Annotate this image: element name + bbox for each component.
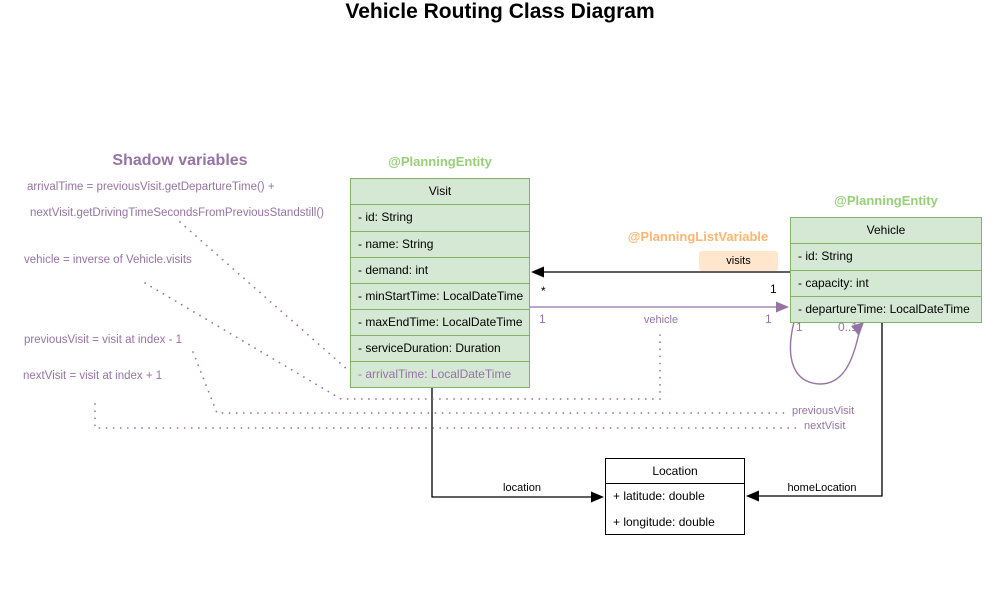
vehicle-field: - departureTime: LocalDateTime: [791, 296, 981, 322]
previousvisit-label: previousVisit: [792, 405, 855, 417]
shadow-formula-arrivaltime: arrivalTime = previousVisit.getDeparture…: [27, 181, 275, 193]
location-class-name: Location: [606, 459, 744, 484]
vehicle-planning-entity-annotation: @PlanningEntity: [834, 193, 938, 208]
vehicle-association-label: vehicle: [643, 314, 679, 326]
visit-field: - minStartTime: LocalDateTime: [351, 283, 529, 309]
visit-field: - serviceDuration: Duration: [351, 335, 529, 361]
visit-field: - name: String: [351, 231, 529, 257]
visit-field-arrivaltime-shadow: - arrivalTime: LocalDateTime: [351, 361, 529, 387]
visit-field: - demand: int: [351, 257, 529, 283]
self-loop-multiplicity-one: 1: [796, 320, 803, 334]
shadow-formula-nextvisit: nextVisit = visit at index + 1: [23, 370, 163, 382]
visit-field: - maxEndTime: LocalDateTime: [351, 309, 529, 335]
nextvisit-label: nextVisit: [804, 420, 846, 432]
visits-multiplicity-vehicle-end: 1: [770, 282, 777, 296]
vehicle-multiplicity-right: 1: [765, 312, 772, 326]
vehicle-arrowhead-icon: [776, 301, 789, 313]
visit-class-box: Visit - id: String - name: String - dema…: [350, 178, 530, 388]
shadow-variables-heading: Shadow variables: [112, 152, 248, 169]
diagram-title: Vehicle Routing Class Diagram: [345, 0, 655, 23]
shadow-formula-previousvisit: previousVisit = visit at index - 1: [24, 334, 182, 346]
location-association-label: location: [503, 482, 541, 494]
homelocation-arrowhead-icon: [746, 490, 759, 502]
shadow-formula-vehicle: vehicle = inverse of Vehicle.visits: [24, 254, 192, 266]
visit-field: - id: String: [358, 210, 413, 224]
dotted-connector-arrivaltime: [179, 221, 349, 371]
visits-arrowhead-icon: [531, 266, 544, 278]
visits-multiplicity-visit-end: *: [541, 284, 546, 298]
location-field: + longitude: double: [613, 515, 715, 529]
location-field: + latitude: double: [613, 489, 705, 503]
planning-list-variable-annotation: @PlanningListVariable: [627, 229, 769, 244]
vehicle-field: - capacity: int: [791, 270, 981, 296]
self-loop-multiplicity-zero-one: 0..1: [838, 320, 859, 334]
visit-class-name: Visit: [351, 179, 529, 205]
vehicle-class-box: Vehicle - id: String - capacity: int - d…: [790, 217, 982, 323]
homelocation-association-label: homeLocation: [787, 482, 857, 494]
vehicle-field: - id: String: [798, 249, 853, 263]
dotted-connector-nextvisit: [94, 403, 800, 429]
shadow-formula-arrivaltime-cont: nextVisit.getDrivingTimeSecondsFromPrevi…: [30, 207, 324, 219]
location-class-box: Location + latitude: double + longitude:…: [605, 458, 745, 535]
location-arrowhead-icon: [591, 491, 604, 503]
vehicle-multiplicity-left: 1: [539, 312, 546, 326]
location-association-line: [431, 387, 594, 498]
vehicle-class-name: Vehicle: [791, 218, 981, 244]
visits-association-label: visits: [699, 251, 778, 271]
visit-planning-entity-annotation: @PlanningEntity: [388, 154, 492, 169]
